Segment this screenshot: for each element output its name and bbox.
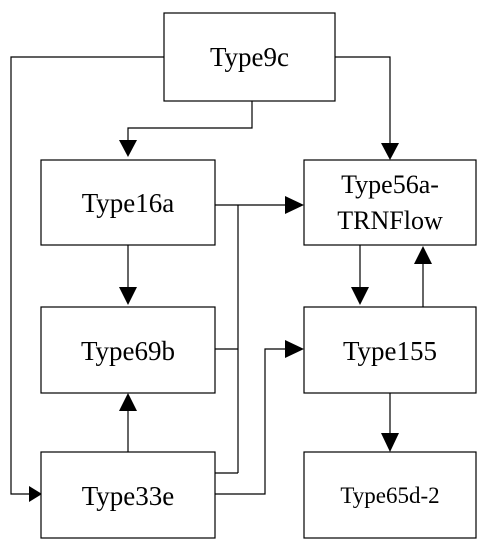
node-box xyxy=(303,159,477,246)
node-box xyxy=(40,451,216,539)
node-type69b: Type69b xyxy=(40,306,216,394)
node-label-line1: Type56a- xyxy=(341,170,439,199)
node-label: Type33e xyxy=(82,481,175,511)
arrowhead-into-type33e xyxy=(29,486,42,502)
node-label: Type69b xyxy=(81,336,175,366)
arrowhead-type9c-into-type56a xyxy=(381,143,399,160)
node-label: Type65d-2 xyxy=(340,483,439,508)
arrowhead-type16a-into-type56a xyxy=(285,196,304,214)
arrowhead-into-type69b xyxy=(119,287,137,305)
connector-type33e-to-type155 xyxy=(215,348,286,495)
node-label: Type9c xyxy=(210,42,289,72)
node-type155: Type155 xyxy=(303,306,477,394)
connector-type9c-to-type56a xyxy=(335,56,391,146)
node-label: Type155 xyxy=(343,336,437,366)
node-box xyxy=(163,12,336,102)
node-label: Type16a xyxy=(82,188,175,218)
connectors xyxy=(10,56,424,495)
arrowhead-into-type16a xyxy=(119,140,137,157)
connector-type9c-to-type33e xyxy=(10,56,164,495)
node-type56a-trnflow: Type56a- TRNFlow xyxy=(303,159,477,246)
arrowheads xyxy=(29,140,432,502)
arrowhead-type33e-into-type155 xyxy=(285,340,304,358)
node-box xyxy=(303,306,477,394)
arrowhead-into-type65d2 xyxy=(381,433,399,452)
node-box xyxy=(303,451,477,539)
node-type65d-2: Type65d-2 xyxy=(303,451,477,539)
arrowhead-type33e-into-type69b xyxy=(119,393,137,411)
node-type9c: Type9c xyxy=(163,12,336,102)
node-type16a: Type16a xyxy=(40,159,216,246)
node-label-line2: TRNFlow xyxy=(337,206,443,235)
node-box xyxy=(40,159,216,246)
arrowhead-type155-into-type56a xyxy=(414,246,432,264)
connector-type9c-to-type16a xyxy=(127,101,253,141)
node-type33e: Type33e xyxy=(40,451,216,539)
node-box xyxy=(40,306,216,394)
arrowhead-type56a-into-type155 xyxy=(351,287,369,305)
